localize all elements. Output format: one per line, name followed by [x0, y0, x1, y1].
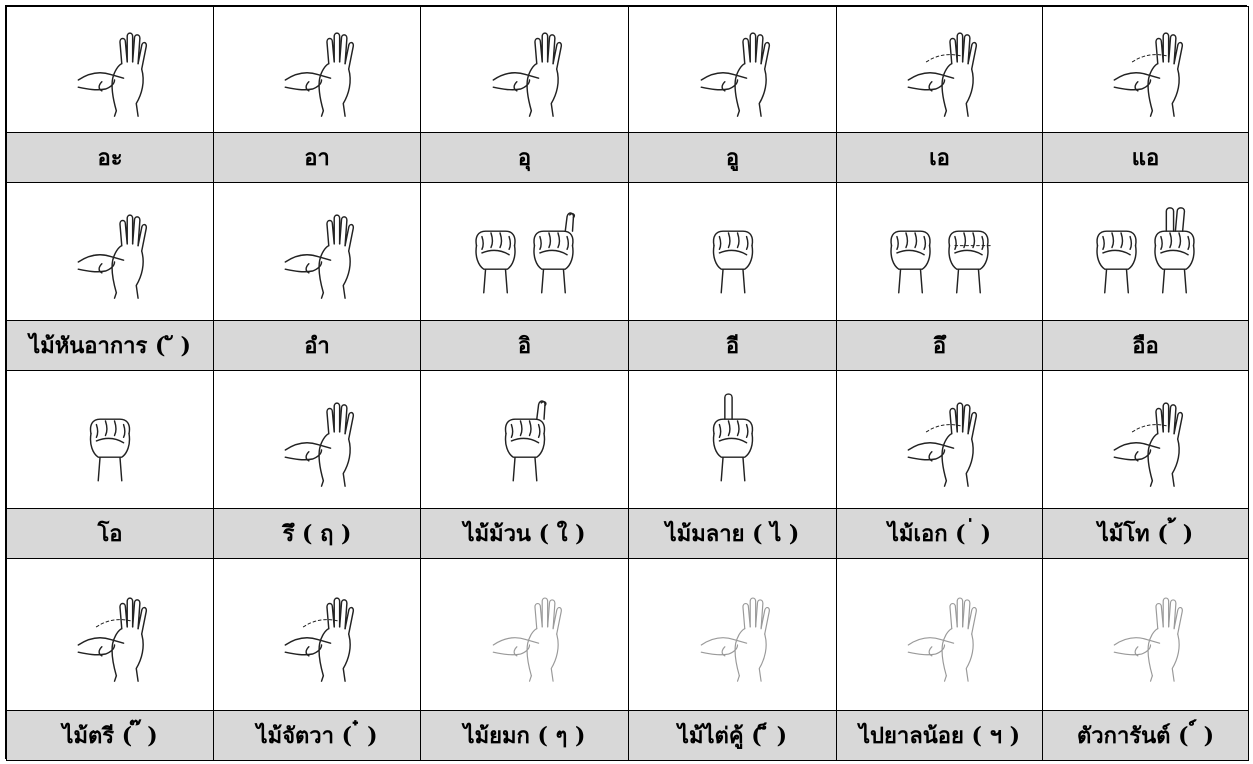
fist-icon	[7, 392, 213, 488]
sign-image-cell	[628, 6, 837, 133]
open-palm-swipe-icon	[1043, 22, 1248, 118]
sign-label: ไม้ไต่คู้ ( ็ )	[628, 710, 837, 761]
palm-hold-icon	[7, 204, 213, 300]
image-row	[6, 182, 1249, 321]
sign-image-cell	[6, 6, 214, 133]
open-palm-swipe-icon	[837, 22, 1042, 118]
sign-image-cell	[213, 6, 421, 133]
fist-icon	[629, 204, 836, 300]
sign-image-cell	[836, 370, 1043, 509]
sign-image-cell	[6, 182, 214, 321]
sign-label: อู	[628, 132, 837, 183]
index-up-icon	[629, 392, 836, 488]
open-palm-motion-icon	[837, 392, 1042, 488]
faded-palm-icon	[629, 587, 836, 683]
sign-alphabet-table: อะอาอุอูเอแอไม้หันอาการ ( ั )อำอิอีอึอือ…	[5, 5, 1249, 761]
open-palm-point-icon	[421, 22, 628, 118]
open-palm-point-icon	[629, 22, 836, 118]
sign-image-cell	[213, 558, 421, 711]
sign-table: อะอาอุอูเอแอไม้หันอาการ ( ั )อำอิอีอึอือ…	[6, 6, 1249, 761]
image-row	[6, 6, 1249, 133]
sign-label: อำ	[213, 320, 421, 371]
sign-label: ไปยาลน้อย ( ฯ )	[836, 710, 1043, 761]
sign-image-cell	[420, 182, 629, 321]
faded-palm-icon	[1043, 587, 1248, 683]
sign-image-cell	[420, 558, 629, 711]
sign-image-cell	[1042, 182, 1249, 321]
sign-label: อิ	[420, 320, 629, 371]
sign-label: ไม้มลาย ( ไ )	[628, 508, 837, 559]
sign-label: อือ	[1042, 320, 1249, 371]
two-fists-hook-icon	[421, 204, 628, 300]
faded-palm-icon	[421, 587, 628, 683]
sign-label: ตัวการันต์ ( ์ )	[1042, 710, 1249, 761]
sign-image-cell	[628, 558, 837, 711]
sign-label: อา	[213, 132, 421, 183]
sign-image-cell	[628, 182, 837, 321]
sign-image-cell	[420, 370, 629, 509]
sign-label: แอ	[1042, 132, 1249, 183]
sign-label: อุ	[420, 132, 629, 183]
sign-image-cell	[836, 558, 1043, 711]
sign-image-cell	[1042, 370, 1249, 509]
faded-palm-icon	[837, 587, 1042, 683]
label-row: ไม้ตรี ( ๊ )ไม้จัตวา ( ๋ )ไม้ยมก ( ๆ )ไม…	[6, 710, 1249, 761]
label-row: ไม้หันอาการ ( ั )อำอิอีอึอือ	[6, 320, 1249, 371]
sign-image-cell	[836, 6, 1043, 133]
sign-image-cell	[6, 370, 214, 509]
sign-label: โอ	[6, 508, 214, 559]
two-fists-arrow-icon	[837, 204, 1042, 300]
label-row: อะอาอุอูเอแอ	[6, 132, 1249, 183]
open-palm-point-icon	[214, 204, 420, 300]
sign-label: ไม้จัตวา ( ๋ )	[213, 710, 421, 761]
open-palm-pinch-icon	[7, 22, 213, 118]
sign-label: อึ	[836, 320, 1043, 371]
sign-label: ไม้ตรี ( ๊ )	[6, 710, 214, 761]
open-palm-motion-icon	[214, 587, 420, 683]
sign-image-cell	[213, 182, 421, 321]
sign-image-cell	[628, 370, 837, 509]
image-row	[6, 558, 1249, 711]
sign-image-cell	[1042, 558, 1249, 711]
fist-two-fingers-icon	[1043, 204, 1248, 300]
open-palm-motion-icon	[1043, 392, 1248, 488]
sign-label: อี	[628, 320, 837, 371]
sign-label: ไม้ยมก ( ๆ )	[420, 710, 629, 761]
label-row: โอรึ ( ฤ )ไม้ม้วน ( ใ )ไม้มลาย ( ไ )ไม้เ…	[6, 508, 1249, 559]
sign-image-cell	[836, 182, 1043, 321]
sign-label: รึ ( ฤ )	[213, 508, 421, 559]
sign-image-cell	[420, 6, 629, 133]
sign-image-cell	[6, 558, 214, 711]
image-row	[6, 370, 1249, 509]
open-palm-flat-icon	[214, 392, 420, 488]
fist-hook-icon	[421, 392, 628, 488]
sign-image-cell	[1042, 6, 1249, 133]
open-palm-motion-icon	[7, 587, 213, 683]
sign-label: ไม้หันอาการ ( ั )	[6, 320, 214, 371]
sign-label: เอ	[836, 132, 1043, 183]
open-palm-point-icon	[214, 22, 420, 118]
sign-label: ไม้โท ( ้ )	[1042, 508, 1249, 559]
sign-label: ไม้เอก ( ่ )	[836, 508, 1043, 559]
sign-label: อะ	[6, 132, 214, 183]
sign-image-cell	[213, 370, 421, 509]
sign-label: ไม้ม้วน ( ใ )	[420, 508, 629, 559]
